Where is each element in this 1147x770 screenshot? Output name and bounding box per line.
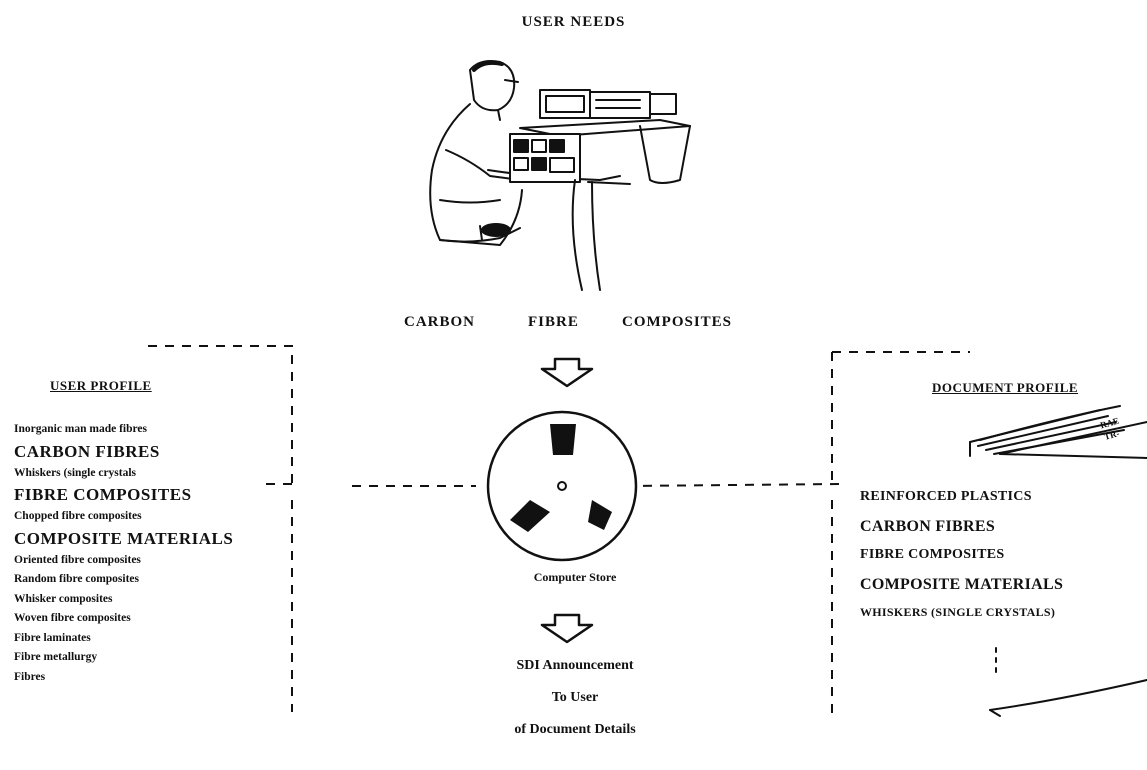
user-profile-item: FIBRE COMPOSITES (14, 485, 192, 504)
down-arrow-2 (540, 613, 594, 644)
user-profile-item: Random fibre composites (14, 573, 140, 585)
topic-composites: COMPOSITES (622, 314, 733, 330)
user-needs-title: USER NEEDS (521, 14, 626, 30)
connector-lines (148, 345, 970, 716)
user-workstation-illustration (429, 60, 691, 291)
computer-store-label: Computer Store (533, 570, 617, 584)
user-profile-list: Inorganic man made fibres CARBON FIBRES … (14, 420, 284, 687)
user-profile-item: Inorganic man made fibres (14, 423, 147, 435)
sdi-line-2: To User (551, 690, 599, 705)
topic-carbon: CARBON (404, 314, 476, 330)
user-profile-item: Woven fibre composites (14, 612, 131, 624)
user-profile-item: Fibre laminates (14, 631, 91, 644)
document-profile-title: DOCUMENT PROFILE (932, 380, 1079, 395)
computer-store-reel-icon (486, 410, 638, 562)
user-profile-item: CARBON FIBRES (14, 441, 160, 461)
document-profile-item: WHISKERS (SINGLE CRYSTALS) (860, 605, 1056, 619)
document-profile-item: REINFORCED PLASTICS (860, 489, 1032, 504)
user-profile-item: Fibres (14, 670, 46, 683)
document-profile-item: FIBRE COMPOSITES (860, 547, 1005, 562)
document-profile-list: REINFORCED PLASTICS CARBON FIBRES FIBRE … (860, 486, 1063, 622)
document-stack-illustration (969, 405, 1147, 717)
sdi-line-1: SDI Announcement (516, 658, 634, 673)
down-arrow-1 (540, 357, 594, 388)
user-profile-item: COMPOSITE MATERIALS (14, 528, 234, 548)
user-profile-item: Whisker composites (14, 592, 113, 605)
topic-fibre: FIBRE (528, 314, 579, 330)
user-profile-title: USER PROFILE (50, 378, 152, 393)
user-profile-item: Whiskers (single crystals (14, 466, 137, 479)
user-profile-item: Fibre metallurgy (14, 651, 98, 663)
user-profile-item: Oriented fibre composites (14, 553, 141, 566)
document-profile-item: COMPOSITE MATERIALS (860, 576, 1064, 593)
sdi-line-3: of Document Details (514, 722, 636, 737)
user-profile-item: Chopped fibre composites (14, 510, 142, 522)
document-profile-item: CARBON FIBRES (860, 518, 996, 535)
